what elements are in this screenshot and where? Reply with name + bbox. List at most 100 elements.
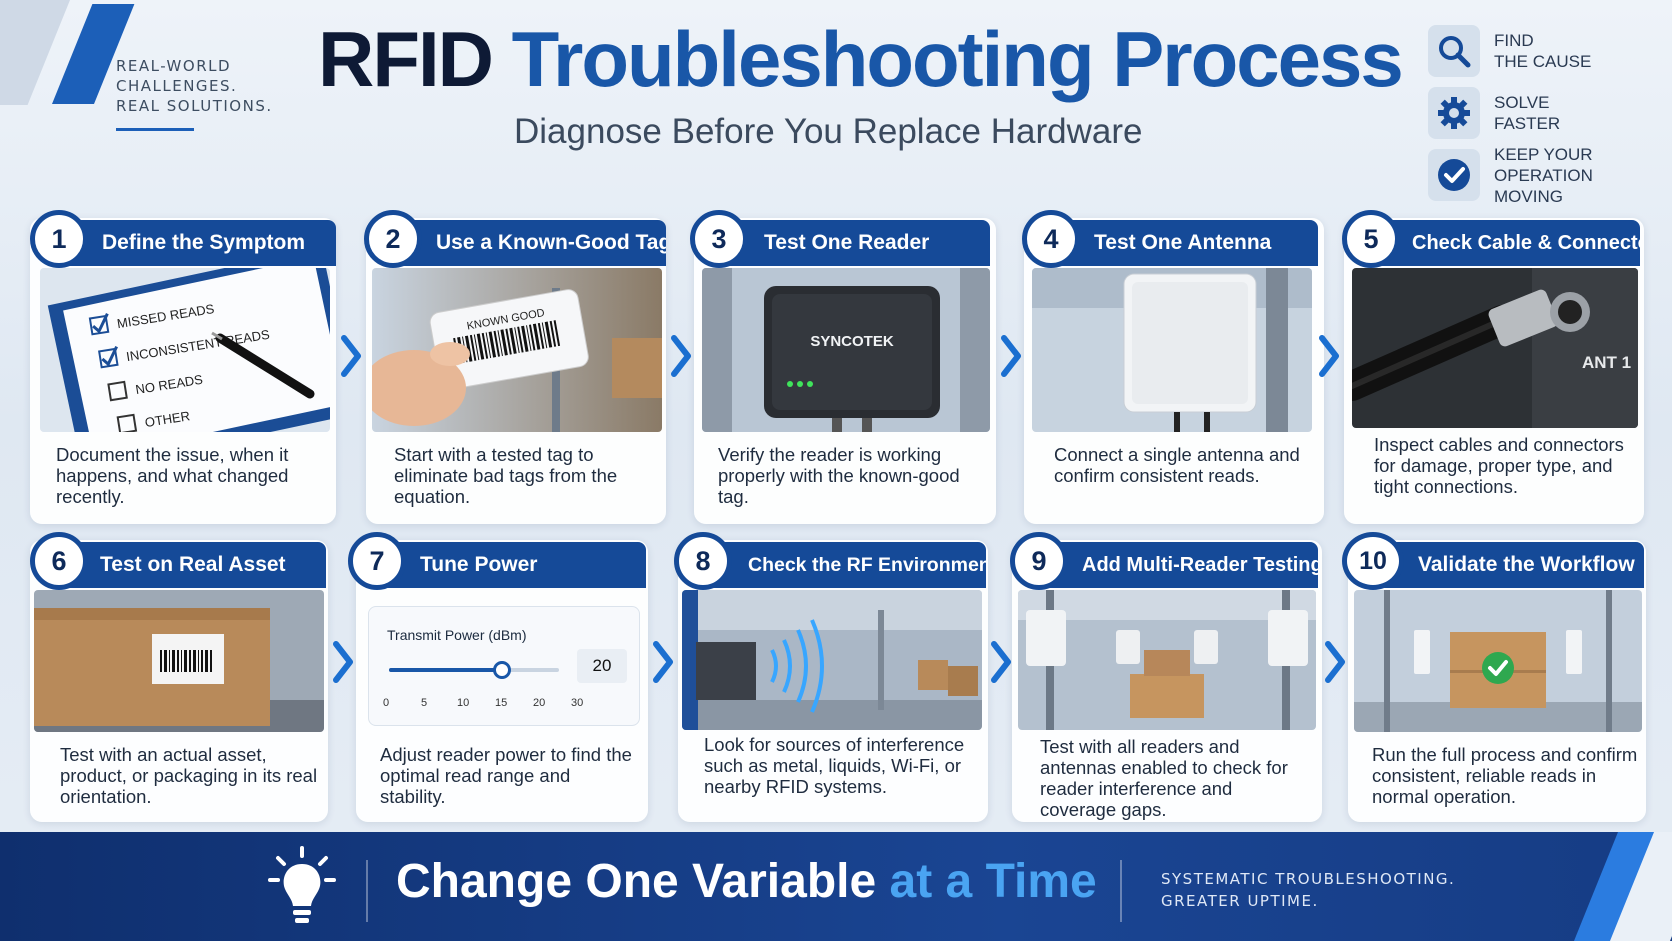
chevron-right-icon (341, 335, 361, 377)
step-desc-4: Connect a single antenna and confirm con… (1054, 444, 1300, 486)
step-desc-6: Test with an actual asset, product, or p… (60, 744, 318, 807)
chevron-right-icon (1325, 641, 1345, 683)
step-title-text-7: Tune Power (420, 553, 538, 576)
chevron-right-icon (991, 641, 1011, 683)
step-badge-10: 10 (1342, 532, 1404, 590)
footer-divider-right (1120, 860, 1122, 922)
step-title-text-8: Check the RF Environment (748, 553, 986, 576)
power-slider-panel: Transmit Power (dBm) 20 0 5 10 15 20 30 (368, 606, 640, 726)
tagline-underline (116, 128, 194, 131)
step-badge-3: 3 (690, 210, 748, 268)
gear-icon (1428, 87, 1480, 139)
benefit-solve-line2: FASTER (1494, 114, 1561, 133)
tick-20: 20 (533, 697, 546, 709)
step-title-text-4: Test One Antenna (1094, 231, 1272, 254)
step-title-5: Check Cable & Connector (1376, 220, 1640, 266)
step-title-7: Tune Power (384, 542, 646, 588)
benefit-find-line2: THE CAUSE (1494, 52, 1592, 71)
step-desc-9: Test with all readers and antennas enabl… (1040, 736, 1288, 820)
tick-30: 30 (571, 697, 584, 709)
step-image-6 (34, 590, 324, 732)
benefit-solve: SOLVE FASTER (1428, 84, 1664, 142)
step-badge-4: 4 (1022, 210, 1080, 268)
step-image-2: KNOWN GOOD (372, 268, 662, 432)
step-title-2: Use a Known-Good Tag (400, 220, 666, 266)
magnifier-icon (1428, 25, 1480, 77)
benefit-keep-line1: KEEP YOUR (1494, 144, 1593, 164)
chevron-right-icon (333, 641, 353, 683)
step-image-9 (1018, 590, 1316, 730)
step-badge-6: 6 (30, 532, 88, 590)
step-title-text-5: Check Cable & Connector (1412, 231, 1640, 254)
step-desc-2: Start with a tested tag to eliminate bad… (394, 444, 618, 507)
step-desc-8: Look for sources of interference such as… (704, 734, 965, 797)
step-badge-2: 2 (364, 210, 422, 268)
slider-label: Transmit Power (dBm) (387, 627, 527, 643)
step-badge-7: 7 (348, 532, 406, 590)
page-title: RFID Troubleshooting Process (318, 14, 1404, 105)
port-label: ANT 1 (1582, 353, 1631, 372)
tick-5: 5 (421, 697, 428, 709)
step-badge-1: 1 (30, 210, 88, 268)
power-value-field[interactable]: 20 (577, 649, 627, 683)
step-title-9: Add Multi-Reader Testing (1046, 542, 1318, 588)
step-image-1: MISSED READS INCONSISTENT READS NO READS… (40, 268, 330, 432)
footer-slogan: SYSTEMATIC TROUBLESHOOTING. GREATER UPTI… (1161, 868, 1455, 912)
footer-slogan-line1: SYSTEMATIC TROUBLESHOOTING. (1161, 870, 1456, 888)
step-title-text-10: Validate the Workflow (1418, 553, 1635, 576)
step-title-4: Test One Antenna (1058, 220, 1318, 266)
step-title-text-1: Define the Symptom (102, 231, 306, 254)
step-badge-9: 9 (1010, 532, 1068, 590)
checklist-item-4: OTHER (144, 408, 191, 430)
title-main: Troubleshooting Process (511, 15, 1404, 103)
step-image-10 (1354, 590, 1642, 732)
footer-banner: Change One Variable at a Time SYSTEMATIC… (0, 832, 1672, 941)
slider-ticks: 0 5 10 15 20 30 (383, 697, 603, 713)
step-title-8: Check the RF Environment (712, 542, 986, 588)
footer-background (0, 832, 1672, 941)
checkmark-icon (1428, 149, 1480, 201)
step-desc-3: Verify the reader is working properly wi… (718, 444, 960, 507)
step-title-text-9: Add Multi-Reader Testing (1082, 553, 1318, 576)
success-check-icon (1482, 652, 1514, 684)
tick-15: 15 (495, 697, 508, 709)
step-desc-1: Document the issue, when it happens, and… (56, 444, 289, 507)
footer-divider-left (366, 860, 368, 922)
power-slider-thumb[interactable] (493, 661, 512, 679)
chevron-right-icon (653, 641, 673, 683)
tagline-line-1: REAL-WORLD (116, 57, 232, 75)
power-slider-fill (389, 668, 503, 672)
tick-10: 10 (457, 697, 470, 709)
step-desc-5: Inspect cables and connectors for damage… (1374, 434, 1624, 497)
chevron-right-icon (1319, 335, 1339, 377)
benefit-find-line1: FIND (1494, 31, 1534, 50)
tagline-line-2: CHALLENGES. (116, 77, 238, 95)
footer-title-highlight: at a Time (889, 855, 1097, 908)
page-subtitle: Diagnose Before You Replace Hardware (514, 112, 1143, 151)
title-rfid: RFID (318, 15, 494, 103)
step-title-1: Define the Symptom (66, 220, 336, 266)
reader-brand: SYNCOTEK (810, 333, 894, 350)
step-image-5: ANT 1 (1352, 268, 1638, 428)
footer-slogan-line2: GREATER UPTIME. (1161, 892, 1319, 910)
step-desc-10: Run the full process and confirm consist… (1372, 744, 1638, 807)
step-image-8 (682, 590, 982, 730)
footer-title-main: Change One Variable (396, 855, 877, 908)
lightbulb-icon (268, 846, 336, 923)
step-title-10: Validate the Workflow (1382, 542, 1644, 588)
header-tagline: REAL-WORLD CHALLENGES. REAL SOLUTIONS. (116, 56, 273, 116)
benefit-find: FIND THE CAUSE (1428, 22, 1664, 80)
step-title-text-2: Use a Known-Good Tag (436, 231, 666, 254)
step-title-text-3: Test One Reader (764, 231, 930, 254)
pen-icon (215, 333, 315, 399)
step-title-3: Test One Reader (728, 220, 990, 266)
step-title-6: Test on Real Asset (64, 542, 326, 588)
benefit-solve-line1: SOLVE (1494, 93, 1550, 112)
chevron-right-icon (1001, 335, 1021, 377)
step-title-text-6: Test on Real Asset (100, 553, 286, 576)
step-desc-7: Adjust reader power to find the optimal … (380, 744, 632, 807)
step-image-3: SYNCOTEK (702, 268, 990, 432)
power-slider-track[interactable] (389, 661, 559, 679)
